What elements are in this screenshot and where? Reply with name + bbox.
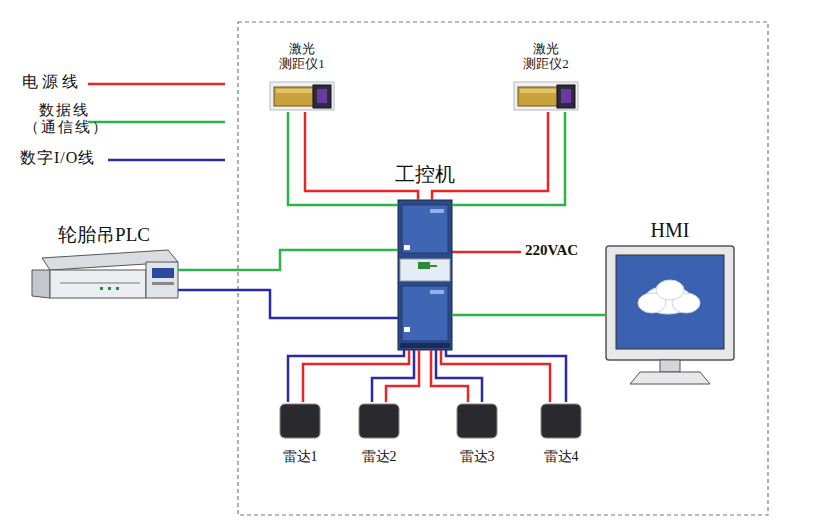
legend-io-line: 数字I/O线 [20, 149, 95, 167]
plc-device: 轮胎吊PLC [30, 248, 178, 300]
laser-rangefinder-icon [270, 82, 334, 110]
voltage-label: 220VAC [525, 242, 578, 259]
wire-connector [436, 350, 482, 402]
device-label: HMI [651, 218, 690, 242]
plc-device-icon [32, 250, 178, 298]
system-boundary [238, 22, 768, 515]
wire-connector [288, 112, 398, 205]
wire-connector [178, 290, 398, 318]
device-label: 雷达2 [362, 449, 397, 466]
device-label: 雷达3 [460, 449, 495, 466]
wire-connector [303, 350, 409, 402]
device-label: 激光 测距仪2 [517, 41, 574, 72]
wire-connector [372, 350, 414, 402]
wire-connector [452, 314, 605, 317]
laser-rangefinder: 激光 测距仪2 [512, 80, 580, 112]
radar-sensor: 雷达4 [539, 402, 583, 440]
industrial-pc: 工控机 [398, 200, 452, 350]
device-label: 激光 测距仪1 [273, 41, 330, 72]
wire-connector [446, 350, 566, 402]
wire-connector [432, 112, 548, 200]
radar-sensor: 雷达1 [278, 402, 322, 440]
legend-samples [88, 84, 225, 160]
wire-connector [178, 250, 398, 270]
wire-connector [441, 350, 550, 402]
device-label: 轮胎吊PLC [58, 224, 150, 247]
legend-data-line: 数据线 （通信线） [24, 102, 105, 137]
hmi-monitor: HMI [605, 243, 735, 385]
industrial-pc-cabinet [398, 200, 452, 350]
wire-connector [305, 112, 418, 200]
radar-icons [280, 404, 581, 438]
laser-rangefinder: 激光 测距仪1 [268, 80, 336, 112]
radar-sensor: 雷达2 [357, 402, 401, 440]
radar-sensor: 雷达3 [455, 402, 499, 440]
hmi-monitor-icon [606, 246, 734, 384]
legend-power-line: 电源线 [22, 73, 82, 91]
laser-rangefinder-icon [514, 82, 578, 110]
device-label: 雷达4 [544, 449, 579, 466]
device-label: 雷达1 [283, 449, 318, 466]
device-label: 工控机 [395, 162, 455, 186]
power-input-wire [452, 251, 521, 254]
wire-connector [452, 112, 565, 205]
